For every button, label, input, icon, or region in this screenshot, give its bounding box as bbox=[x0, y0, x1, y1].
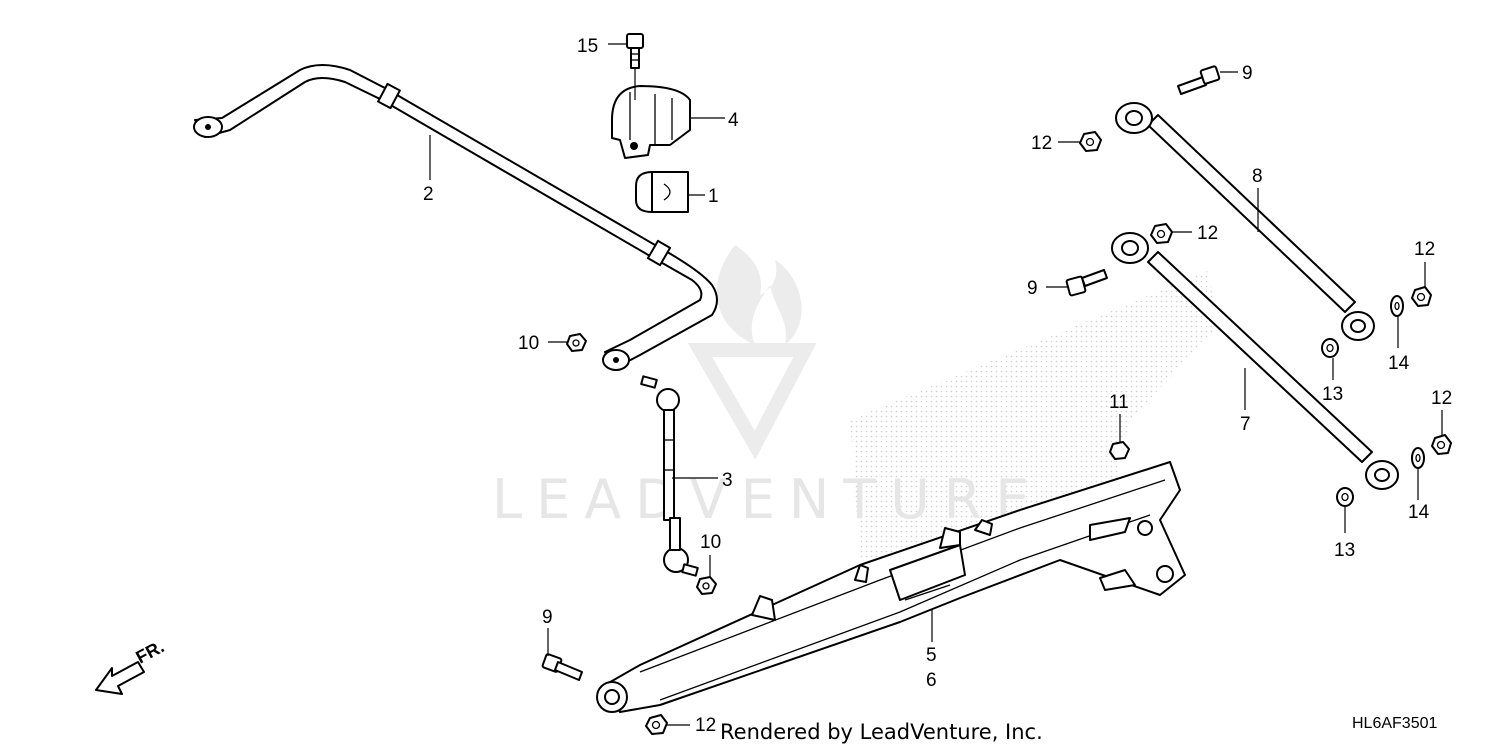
callout-14-upper: 14 bbox=[1388, 353, 1410, 374]
footer-credit: Rendered by LeadVenture, Inc. bbox=[720, 720, 1043, 744]
washer-13-upper bbox=[1321, 338, 1339, 358]
nut-12-a bbox=[1079, 131, 1102, 152]
bolt-9-top bbox=[1177, 65, 1221, 95]
nut-12-e bbox=[645, 714, 668, 735]
washer-14-lower bbox=[1411, 447, 1425, 469]
leader-lines bbox=[429, 43, 1443, 726]
stabilizer-bar bbox=[193, 64, 718, 371]
callout-7: 7 bbox=[1240, 414, 1251, 435]
nut-11 bbox=[1109, 441, 1130, 460]
callout-6: 6 bbox=[926, 670, 937, 691]
link-arm-7 bbox=[1111, 232, 1399, 490]
diagram-code: HL6AF3501 bbox=[1352, 715, 1437, 732]
callout-10-upper: 10 bbox=[518, 333, 539, 354]
callout-15: 15 bbox=[577, 36, 598, 57]
nut-10-upper bbox=[566, 333, 587, 352]
callout-14-lower: 14 bbox=[1408, 502, 1430, 523]
stabilizer-link-3 bbox=[640, 375, 699, 577]
callout-1: 1 bbox=[708, 186, 719, 207]
watermark-logo bbox=[687, 245, 817, 460]
callout-12-b: 12 bbox=[1197, 223, 1218, 244]
bolt-9-lower bbox=[541, 653, 583, 681]
callout-12-a: 12 bbox=[1031, 133, 1052, 154]
washer-14-upper bbox=[1390, 295, 1404, 317]
nut-12-d bbox=[1431, 434, 1452, 455]
callout-8: 8 bbox=[1252, 166, 1263, 187]
link-arm-8 bbox=[1115, 102, 1375, 341]
callout-9-top: 9 bbox=[1242, 63, 1253, 84]
callout-13-lower: 13 bbox=[1334, 540, 1355, 561]
callout-12-c: 12 bbox=[1414, 239, 1435, 260]
nut-10-lower bbox=[696, 576, 717, 595]
bushing-1 bbox=[635, 171, 689, 213]
callout-4: 4 bbox=[728, 110, 739, 131]
watermark-text: LEADVENTURE bbox=[492, 468, 1043, 531]
callout-10-lower: 10 bbox=[700, 532, 721, 553]
callout-11: 11 bbox=[1109, 392, 1129, 413]
callout-13-upper: 13 bbox=[1322, 384, 1343, 405]
front-arrow-icon bbox=[95, 661, 145, 695]
washer-13-lower bbox=[1336, 487, 1354, 507]
bolt-9-middle bbox=[1065, 269, 1108, 297]
nut-12-b bbox=[1150, 223, 1173, 244]
callout-9-lower: 9 bbox=[542, 607, 553, 628]
callout-3: 3 bbox=[722, 470, 733, 491]
background-shading bbox=[850, 270, 1215, 560]
callout-2: 2 bbox=[423, 184, 434, 205]
trailing-arm-5-6 bbox=[596, 461, 1186, 713]
nut-12-c bbox=[1411, 286, 1432, 307]
callout-5: 5 bbox=[926, 645, 937, 666]
callout-9-middle: 9 bbox=[1027, 278, 1038, 299]
callout-12-d: 12 bbox=[1431, 388, 1452, 409]
bolt-15 bbox=[626, 33, 644, 69]
callout-12-e: 12 bbox=[695, 715, 716, 736]
stabilizer-holder-4 bbox=[611, 85, 691, 159]
